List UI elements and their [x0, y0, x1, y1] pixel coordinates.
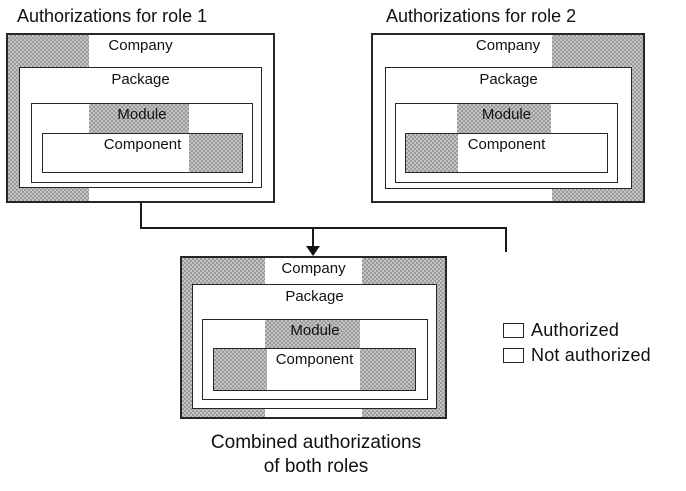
role1-title: Authorizations for role 1 [17, 6, 208, 26]
role2-package-label: Package [479, 71, 538, 88]
role2-component-box: Component [405, 133, 608, 173]
combined-caption-line1: Combined authorizations [210, 432, 422, 453]
combined-package-box: Package Module Component [192, 284, 437, 409]
role1-module-authorized-stripe [89, 104, 189, 133]
connector-role1-drop-line [140, 203, 142, 229]
legend-authorized-label: Authorized [531, 320, 620, 340]
role2-component-authorized-stripe [406, 134, 458, 172]
role2-module-authorized-stripe [457, 104, 551, 133]
combined-component-box: Component [213, 348, 416, 391]
role2-title: Authorizations for role 2 [386, 6, 577, 26]
combined-company-box: Company Package Module Component [180, 256, 447, 419]
role1-company-label: Company [108, 37, 173, 54]
role1-package-label: Package [111, 71, 170, 88]
role1-component-box: Component [42, 133, 243, 173]
connector-role2-stub-line [505, 227, 507, 252]
role2-component-label: Component [467, 136, 546, 153]
authorized-swatch-icon [503, 323, 524, 338]
combined-caption: Combined authorizations of both roles [172, 431, 460, 479]
combined-package-label: Package [285, 288, 344, 305]
combined-company-label: Company [281, 260, 346, 277]
role1-company-box: Company Package Module Component [6, 33, 275, 203]
role1-module-box: Module Component [31, 103, 253, 183]
combined-module-label: Module [290, 322, 340, 339]
role2-module-label: Module [481, 106, 532, 123]
legend-item-authorized: Authorized [503, 320, 619, 341]
role2-module-box: Module Component [395, 103, 618, 183]
role2-company-label: Company [475, 37, 541, 54]
legend-item-not-authorized: Not authorized [503, 345, 651, 366]
not-authorized-swatch-icon [503, 348, 524, 363]
combined-component-authorized-stripe-right [360, 349, 415, 390]
combined-module-box: Module Component [202, 319, 428, 400]
role1-component-authorized-stripe [189, 134, 242, 172]
role1-component-label: Component [103, 136, 182, 153]
role1-module-label: Module [117, 106, 167, 123]
role1-package-box: Package Module Component [19, 67, 262, 188]
legend-not-authorized-label: Not authorized [531, 345, 651, 365]
connector-arrow-shaft [312, 227, 314, 248]
combined-module-authorized-stripe [265, 320, 360, 348]
connector-horizontal-line [140, 227, 507, 229]
combined-caption-line2: of both roles [263, 456, 369, 477]
combined-component-authorized-stripe-left [214, 349, 267, 390]
combined-component-label: Component [275, 351, 354, 368]
down-arrow-icon [306, 246, 320, 256]
role2-company-box: Company Package Module Component [371, 33, 645, 203]
role2-package-box: Package Module Component [385, 67, 632, 189]
